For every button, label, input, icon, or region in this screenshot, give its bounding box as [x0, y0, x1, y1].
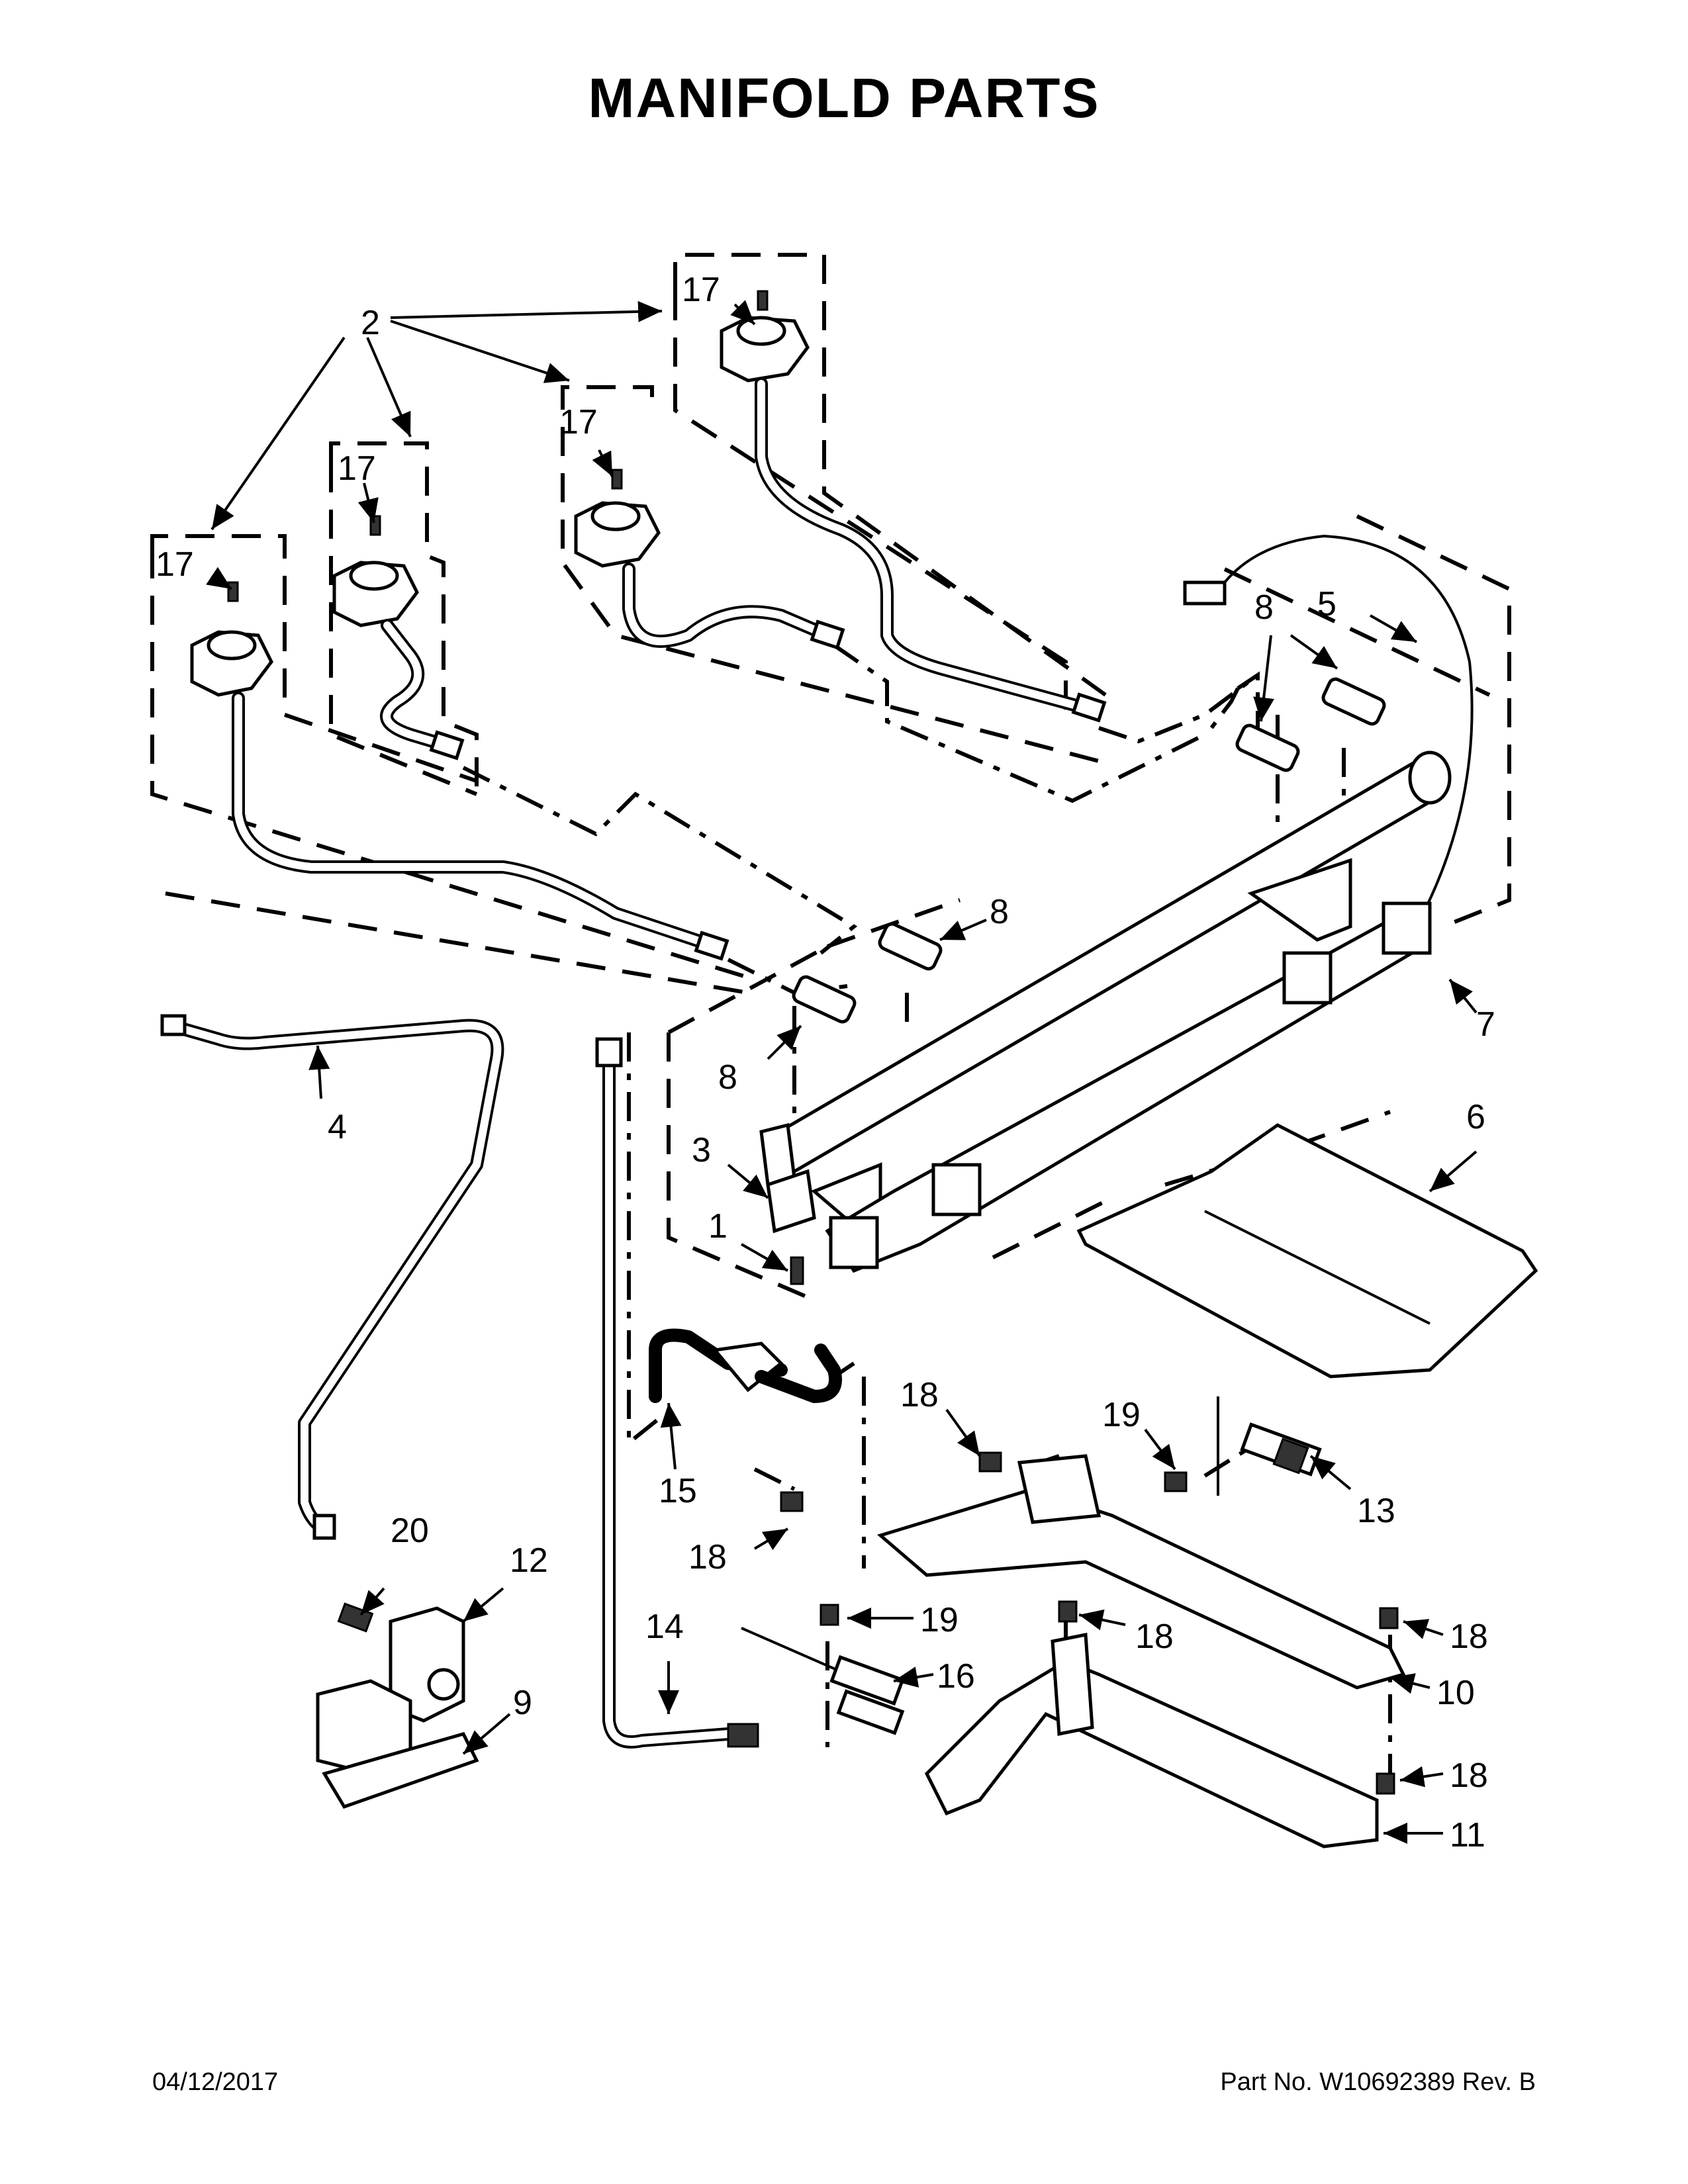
- callout-18: 18: [688, 1538, 727, 1576]
- callout-18: 18: [1135, 1617, 1174, 1656]
- callout-1: 1: [708, 1207, 727, 1246]
- gas-path-lines: [462, 643, 1392, 1794]
- callout-13: 13: [1357, 1492, 1395, 1530]
- orifice-1: [792, 975, 857, 1024]
- heat-shield: [1076, 1123, 1538, 1379]
- manifold-pipe: [759, 751, 1452, 1233]
- callout-17: 17: [682, 271, 720, 309]
- callout-19: 19: [1102, 1396, 1141, 1434]
- callout-17: 17: [559, 403, 598, 441]
- wire-harness: [1183, 534, 1474, 914]
- callout-4: 4: [328, 1108, 347, 1146]
- orifice-4: [1321, 677, 1386, 726]
- callout-19: 19: [920, 1601, 959, 1639]
- callout-11: 11: [1450, 1816, 1485, 1854]
- footer-date: 04/12/2017: [152, 2068, 279, 2096]
- valve-tubes: [232, 377, 1107, 961]
- screws: [780, 1451, 1399, 1795]
- burner-valve-1: [190, 581, 273, 697]
- callout-12: 12: [510, 1541, 548, 1580]
- callout-17: 17: [338, 449, 376, 488]
- electrode: [741, 1627, 905, 1735]
- ignitor-tube: [160, 1014, 504, 1540]
- screw-1: [790, 1256, 804, 1285]
- callout-7: 7: [1476, 1005, 1495, 1044]
- screw-20: [337, 1602, 374, 1633]
- callout-5: 5: [1317, 585, 1336, 623]
- callout-leaders: [206, 300, 1477, 1844]
- callout-16: 16: [937, 1657, 975, 1696]
- callout-3: 3: [692, 1131, 711, 1169]
- orifice-3: [1235, 723, 1300, 772]
- callout-8: 8: [1254, 588, 1274, 627]
- elbow-fitting: [649, 1328, 842, 1403]
- callout-17: 17: [156, 545, 194, 584]
- burner-bracket: [825, 901, 1432, 1273]
- callout-2: 2: [361, 304, 380, 342]
- orifice-group: [792, 677, 1386, 1024]
- burner-valve-3: [574, 469, 661, 568]
- page-title: MANIFOLD PARTS: [588, 67, 1100, 129]
- callout-10: 10: [1436, 1674, 1475, 1712]
- callout-18: 18: [900, 1376, 939, 1414]
- callout-8: 8: [718, 1058, 737, 1097]
- callout-18: 18: [1450, 1617, 1488, 1656]
- orifice-2: [878, 922, 943, 971]
- burner-valve-4: [720, 290, 810, 383]
- oven-burner-tube: [876, 1454, 1406, 1690]
- callout-8: 8: [990, 893, 1009, 931]
- callout-labels: 2 17 17 17 17 8 5 8 8 7 6 4 3 1 15 18 18…: [156, 271, 1495, 1854]
- footer-part-number: Part No. W10692389 Rev. B: [1220, 2068, 1536, 2096]
- callout-9: 9: [513, 1684, 532, 1722]
- burner-valve-2: [332, 515, 419, 627]
- safety-valve: [316, 1679, 479, 1809]
- callout-15: 15: [659, 1472, 697, 1510]
- callout-14: 14: [645, 1608, 684, 1646]
- gas-supply-tube: [595, 1037, 759, 1749]
- broil-burner-tube: [924, 1632, 1379, 1848]
- callout-18: 18: [1450, 1756, 1488, 1795]
- valve-group-outlines: [150, 253, 1511, 1299]
- callout-6: 6: [1466, 1098, 1485, 1136]
- bracket-3: [766, 1169, 816, 1234]
- callout-20: 20: [391, 1512, 429, 1550]
- igniter: [1217, 1396, 1322, 1496]
